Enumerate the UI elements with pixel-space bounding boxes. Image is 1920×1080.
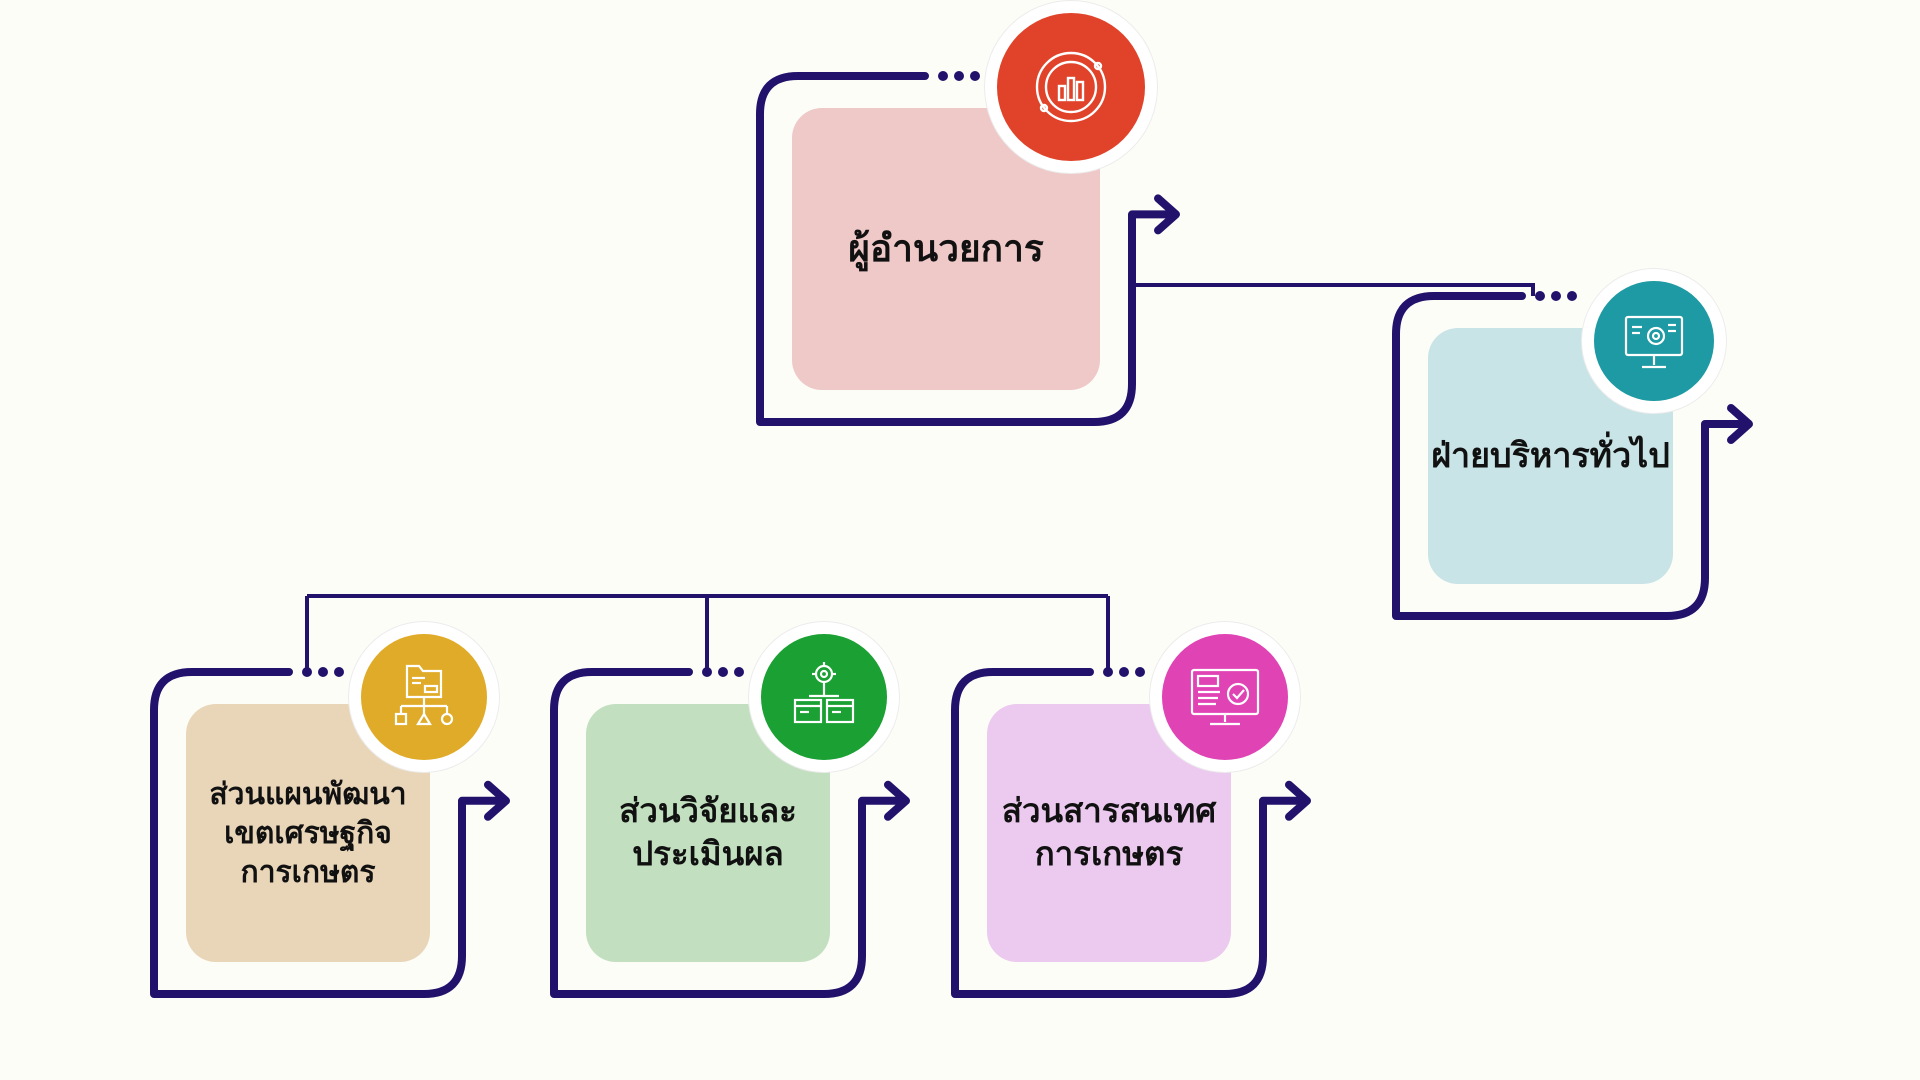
node-director-dot <box>938 71 948 81</box>
node-research-dot <box>734 667 744 677</box>
node-director-label: ผู้อำนวยการ <box>848 226 1044 270</box>
node-planning-badge <box>349 622 499 772</box>
node-infotech-dot <box>1103 667 1113 677</box>
folder-structure-icon <box>394 664 454 726</box>
node-director-arrow <box>1154 194 1180 235</box>
chart-icon <box>1035 51 1107 123</box>
node-planning-dot <box>302 667 312 677</box>
node-research-label: ส่วนวิจัยและ ประเมินผล <box>619 791 797 873</box>
node-infotech-dot <box>1119 667 1129 677</box>
node-admin-dot <box>1551 291 1561 301</box>
node-planning-dot <box>334 667 344 677</box>
node-planning-dot <box>318 667 328 677</box>
node-director-frame <box>756 72 1176 426</box>
connector-lines <box>305 283 1535 672</box>
node-planning-label: ส่วนแผนพัฒนา เขตเศรษฐกิจ การเกษตร <box>209 776 407 890</box>
node-planning-arrow <box>484 780 510 821</box>
node-admin-dot <box>1567 291 1577 301</box>
monitor-check-icon <box>1190 668 1260 726</box>
node-infotech-frame <box>951 668 1307 998</box>
node-frames <box>150 71 1753 998</box>
node-admin-badge <box>1582 269 1726 413</box>
node-director-dot <box>954 71 964 81</box>
node-planning-frame <box>150 668 506 998</box>
node-research-badge <box>749 622 899 772</box>
node-admin-arrow <box>1727 404 1753 444</box>
node-research-dot <box>702 667 712 677</box>
node-research-frame <box>550 668 906 998</box>
node-admin-dot <box>1535 291 1545 301</box>
presentation-icon <box>1624 315 1684 369</box>
node-research-dot <box>718 667 728 677</box>
node-infotech-label: ส่วนสารสนเทศ การเกษตร <box>1001 791 1217 873</box>
node-infotech-dot <box>1135 667 1145 677</box>
gear-boxes-icon <box>793 662 855 724</box>
node-director-badge <box>985 1 1157 173</box>
connector-director-admin <box>1132 283 1535 296</box>
node-infotech-arrow <box>1285 780 1311 821</box>
node-director-dot <box>970 71 980 81</box>
node-research-arrow <box>884 780 910 821</box>
node-admin-frame <box>1392 292 1749 620</box>
node-infotech-badge <box>1150 622 1300 772</box>
node-admin-label: ฝ่ายบริหารทั่วไป <box>1431 435 1670 476</box>
